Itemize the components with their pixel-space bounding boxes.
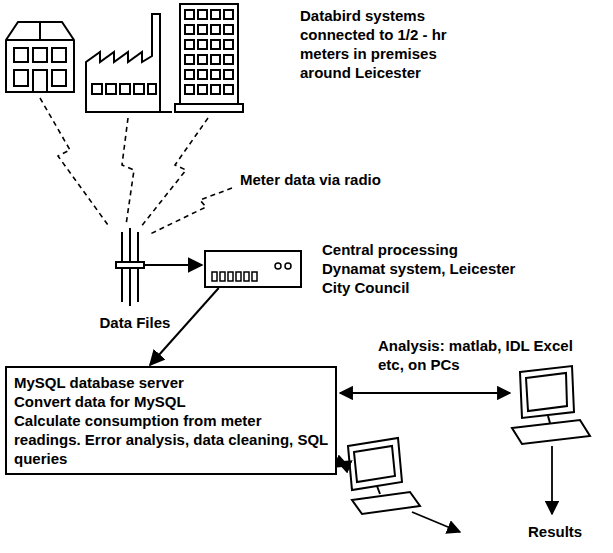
node-text: Convert data for MySQL: [14, 392, 328, 411]
edge-label: Data Files: [97, 313, 172, 332]
node-text: Central processing Dynamat system, Leice…: [322, 240, 517, 297]
office-icon: [175, 4, 243, 112]
factory-icon: [86, 14, 172, 112]
pc-icon: [512, 366, 590, 444]
house-icon: [6, 22, 74, 92]
note-label: Databird systems connected to 1/2 - hr m…: [300, 6, 490, 82]
node-text: Calculate consumption from meter reading…: [14, 411, 328, 468]
node-text: MySQL database server: [14, 373, 328, 392]
flow-arrow: [338, 393, 552, 532]
process-box: MySQL database serverConvert data for My…: [5, 366, 337, 475]
processor-unit: Central processing Dynamat system, Leice…: [204, 250, 302, 288]
pc-icon: [348, 438, 420, 514]
note-label: Analysis: matlab, IDL Excel etc, on PCs: [378, 336, 588, 374]
radio-links: [40, 98, 232, 235]
note-label: Results: [528, 522, 608, 541]
antenna-icon: [116, 228, 202, 306]
note-label: Meter data via radio: [240, 170, 440, 189]
device-front: [206, 252, 300, 286]
